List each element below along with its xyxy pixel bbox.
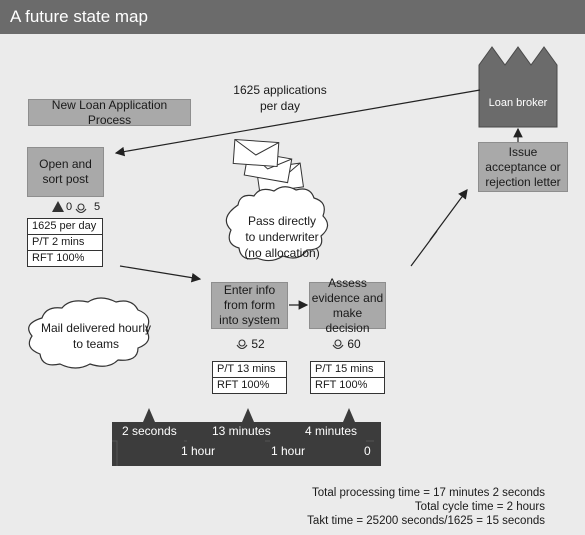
- cloud-pass-text: Pass directly to underwriter (no allocat…: [242, 213, 322, 261]
- enter-info-line1: Enter info: [223, 283, 276, 297]
- flow-label-line2: per day: [259, 99, 301, 113]
- flow-label-line1: 1625 applications: [233, 83, 327, 97]
- electronic-flow-lightning-icon: [410, 189, 468, 267]
- cloud-mail-line1: Mail delivered hourly: [40, 321, 152, 335]
- assess-line2: evidence and: [311, 290, 384, 305]
- cloud-mail-text: Mail delivered hourly to teams: [36, 320, 156, 352]
- enter-info-box: Enter info from form into system: [211, 282, 288, 329]
- total-processing-time: Total processing time = 17 minutes 2 sec…: [312, 487, 545, 499]
- timeline-wait-1: 1 hour: [181, 444, 216, 458]
- assess-line3: make decision: [325, 305, 370, 335]
- open-sort-line1: Open and: [39, 157, 92, 171]
- open-sort-databox: 1625 per day P/T 2 mins RFT 100%: [27, 218, 103, 267]
- cloud-mail-shape: [28, 297, 150, 369]
- inventory-triangle-icon: [52, 201, 64, 212]
- cloud-pass-shape: [225, 186, 329, 262]
- operators-count-enter: 52: [251, 337, 265, 351]
- cloud-pass-line2: to underwriter: [245, 230, 319, 244]
- assess-data-pt: P/T 15 mins: [311, 362, 384, 378]
- loan-broker-factory-icon: [478, 46, 558, 128]
- assess-databox: P/T 15 mins RFT 100%: [310, 361, 385, 394]
- inventory-count: 0: [65, 201, 73, 213]
- mail-envelopes-icon: [232, 138, 305, 194]
- total-cycle-time: Total cycle time = 2 hours: [414, 501, 545, 513]
- issue-letter-box: Issue acceptance or rejection letter: [478, 142, 568, 192]
- assess-box: Assess evidence and make decision: [309, 276, 386, 335]
- issue-line1: Issue: [508, 144, 538, 159]
- process-name-box: New Loan Application Process: [28, 97, 191, 127]
- timeline-processing-3: 4 minutes: [305, 424, 358, 438]
- flow-arrow-broker-to-open: [114, 89, 481, 157]
- cloud-mail-line2: to teams: [72, 337, 120, 351]
- loan-broker-label: Loan broker: [488, 97, 548, 109]
- timeline-wait-3: 0: [364, 444, 371, 458]
- open-sort-data-rate: 1625 per day: [28, 219, 102, 235]
- timeline-processing-1: 2 seconds: [122, 424, 177, 438]
- issue-line3: rejection letter: [485, 174, 561, 189]
- page-title: A future state map: [0, 0, 585, 34]
- cloud-pass-line3: (no allocation): [244, 246, 320, 260]
- enter-info-data-pt: P/T 13 mins: [213, 362, 286, 378]
- open-sort-data-pt: P/T 2 mins: [28, 235, 102, 251]
- timeline-wait-2: 1 hour: [271, 444, 306, 458]
- enter-info-line3: into system: [219, 313, 280, 327]
- enter-info-data-rft: RFT 100%: [217, 379, 270, 391]
- open-sort-data-rft: RFT 100%: [32, 252, 85, 264]
- enter-info-line2: from form: [223, 298, 276, 312]
- open-sort-line2: sort post: [42, 172, 89, 186]
- totals-summary: Total processing time = 17 minutes 2 sec…: [307, 486, 545, 528]
- timeline-bar: [112, 408, 381, 466]
- flow-arrow-open-to-enter: [119, 265, 202, 283]
- enter-info-databox: P/T 13 mins RFT 100%: [212, 361, 287, 394]
- cloud-pass-line1: Pass directly: [247, 214, 317, 228]
- process-name-label: New Loan Application Process: [51, 97, 168, 127]
- operators-count-open: 5: [93, 201, 101, 213]
- flow-label: 1625 applications per day: [220, 82, 340, 114]
- takt-time: Takt time = 25200 seconds/1625 = 15 seco…: [307, 515, 545, 527]
- timeline-processing-2: 13 minutes: [212, 424, 271, 438]
- issue-line2: acceptance or: [485, 159, 561, 174]
- assess-data-rft: RFT 100%: [315, 379, 368, 391]
- operators-count-assess: 60: [347, 337, 361, 351]
- open-sort-box: Open and sort post: [27, 147, 104, 197]
- operator-icons: [75, 203, 344, 350]
- assess-line1: Assess: [328, 275, 367, 290]
